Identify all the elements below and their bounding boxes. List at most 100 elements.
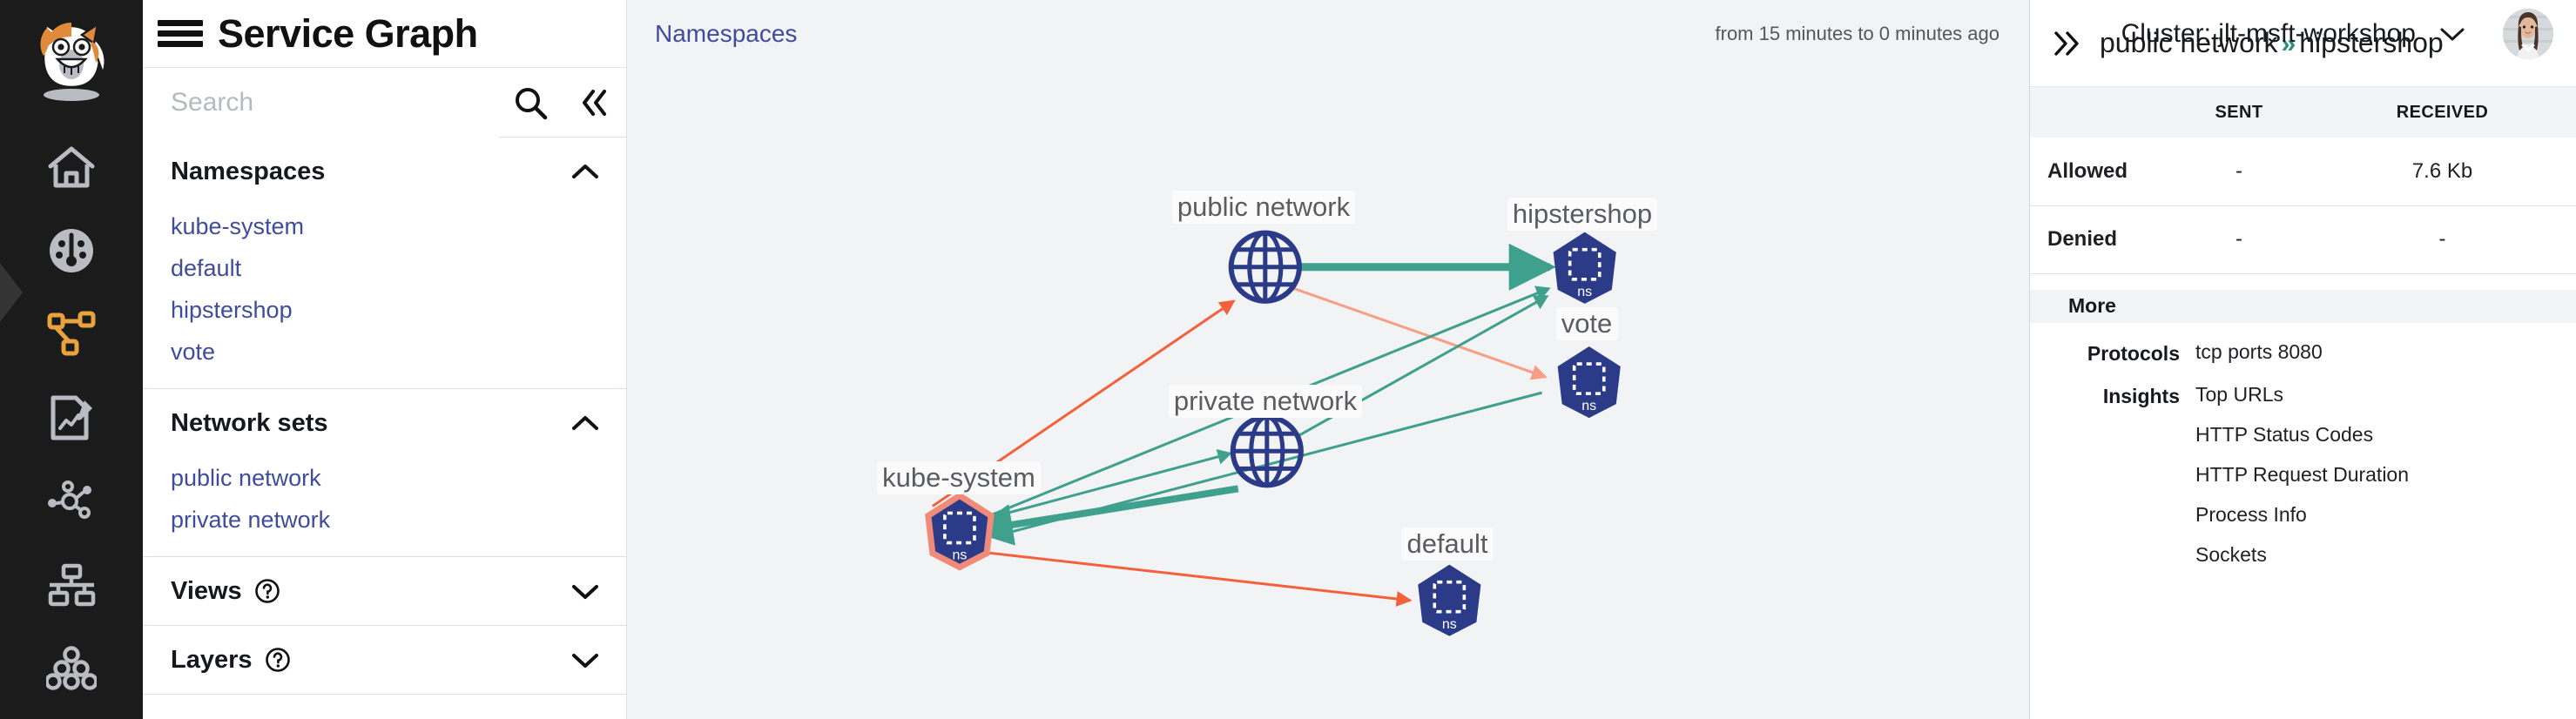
sidebar-item-kube-system[interactable]: kube-system	[171, 212, 305, 239]
insight-item-http-request-duration[interactable]: HTTP Request Duration	[2195, 462, 2410, 486]
node-hipstershop[interactable]: ns	[1553, 232, 1616, 304]
node-public-network[interactable]	[1228, 230, 1302, 304]
search-icon	[516, 87, 548, 119]
edge-kube-system-private-network[interactable]	[974, 448, 1232, 523]
question-circle-icon[interactable]	[265, 647, 291, 673]
question-circle-icon[interactable]	[254, 578, 280, 604]
section-header-views[interactable]: Views	[143, 557, 626, 625]
insights-row: Insights Top URLs HTTP Status Codes HTTP…	[2030, 366, 2576, 585]
collapse-panel-button[interactable]	[562, 87, 626, 118]
node-badge-ns: ns	[1581, 398, 1596, 413]
policy-document-icon	[51, 395, 92, 440]
rail-item-endpoints[interactable]	[0, 543, 143, 627]
rail-item-home[interactable]	[0, 125, 143, 209]
hierarchy-icon	[48, 563, 96, 607]
breadcrumb[interactable]: Namespaces	[655, 20, 798, 47]
sidebar-item-default[interactable]: default	[171, 254, 242, 281]
hamburger-bar	[158, 30, 203, 37]
chevron-down-icon[interactable]	[570, 581, 600, 601]
section-network-sets: Network sets public network private netw…	[143, 389, 626, 557]
hamburger-menu-icon[interactable]	[143, 16, 218, 51]
section-header-namespaces[interactable]: Namespaces	[143, 138, 626, 205]
node-badge-ns: ns	[1442, 616, 1457, 632]
chevron-up-icon[interactable]	[570, 413, 600, 433]
search-box[interactable]	[143, 67, 499, 138]
chevron-up-icon[interactable]	[570, 162, 600, 181]
sidebar-item-public-network[interactable]: public network	[171, 464, 321, 491]
cluster-selector-button[interactable]	[2438, 25, 2466, 43]
section-header-layers[interactable]: Layers	[143, 626, 626, 694]
node-private-network[interactable]	[1230, 414, 1304, 488]
expand-detail-button[interactable]	[2053, 30, 2082, 57]
insights-list: Top URLs HTTP Status Codes HTTP Request …	[2195, 382, 2410, 585]
sidebar-item-private-network[interactable]: private network	[171, 506, 331, 533]
section-layers: Layers	[143, 626, 626, 695]
chevron-down-icon[interactable]	[570, 650, 600, 669]
search-input[interactable]	[171, 87, 499, 118]
insight-item-sockets[interactable]: Sockets	[2195, 542, 2267, 566]
graph-canvas[interactable]: Namespaces from 15 minutes to 0 minutes …	[627, 0, 2029, 719]
search-button[interactable]	[499, 85, 562, 120]
chevron-double-right-icon	[2054, 30, 2079, 56]
node-label-default[interactable]: default	[1401, 527, 1494, 561]
node-label-hipstershop[interactable]: hipstershop	[1507, 198, 1658, 231]
panel-filler	[143, 695, 626, 719]
node-label-public-network[interactable]: public network	[1171, 191, 1356, 224]
top-right-header: Cluster: jlt-msft-workshop	[2121, 0, 2576, 68]
service-graph-svg: ns ns ns ns	[925, 230, 1621, 636]
traffic-table: SENT RECEIVED Allowed - 7.6 Kb Denied - …	[2030, 87, 2576, 274]
time-range-label[interactable]: from 15 minutes to 0 minutes ago	[1715, 23, 2000, 44]
edge-public-network-vote[interactable]	[1291, 286, 1548, 380]
table-row-denied: Denied - -	[2030, 205, 2576, 274]
col-sent: SENT	[2169, 87, 2309, 138]
sidebar-item-hipstershop[interactable]: hipstershop	[171, 296, 293, 323]
node-label-private-network[interactable]: private network	[1168, 385, 1363, 418]
rail-item-nodes[interactable]	[0, 460, 143, 543]
page-title: Service Graph	[218, 10, 478, 56]
insight-item-http-status-codes[interactable]: HTTP Status Codes	[2195, 422, 2374, 446]
rail-item-policies[interactable]	[0, 376, 143, 460]
detail-title-source: public network	[2100, 27, 2278, 58]
protocols-value: tcp ports 8080	[2195, 339, 2323, 363]
cell-allowed-sent: -	[2169, 138, 2309, 206]
protocols-row: Protocols tcp ports 8080	[2030, 323, 2576, 366]
rail-item-clusters[interactable]	[0, 627, 143, 710]
row-label-denied: Denied	[2030, 205, 2169, 274]
table-header-row: SENT RECEIVED	[2030, 87, 2576, 138]
sidebar-item-vote[interactable]: vote	[171, 338, 216, 365]
insights-label: Insights	[2102, 384, 2180, 407]
table-row-allowed: Allowed - 7.6 Kb	[2030, 138, 2576, 206]
col-received: RECEIVED	[2308, 87, 2576, 138]
section-title: Network sets	[171, 408, 328, 437]
chevron-double-left-icon	[583, 89, 606, 116]
node-badge-ns: ns	[952, 548, 967, 563]
rail-item-service-graph[interactable]	[0, 263, 143, 376]
detail-title: public network » hipstershop	[2100, 27, 2444, 59]
avatar[interactable]	[2503, 9, 2553, 59]
cluster-selector-label[interactable]: Cluster: jlt-msft-workshop	[2121, 19, 2416, 48]
rail-item-dashboard[interactable]	[0, 209, 143, 292]
protocols-label: Protocols	[2087, 341, 2180, 365]
cell-denied-received: -	[2308, 205, 2576, 274]
section-title: Layers	[171, 645, 253, 674]
home-icon	[48, 146, 95, 188]
cell-allowed-received: 7.6 Kb	[2308, 138, 2576, 206]
graph-nodes: ns ns ns ns	[925, 230, 1621, 636]
node-badge-ns: ns	[1577, 284, 1592, 299]
canvas-toolbar: Namespaces from 15 minutes to 0 minutes …	[627, 0, 2029, 68]
node-label-vote[interactable]: vote	[1555, 307, 1618, 340]
cat-logo-icon	[40, 22, 106, 101]
node-kube-system[interactable]: ns	[925, 492, 995, 571]
insight-item-process-info[interactable]: Process Info	[2195, 502, 2307, 526]
section-items-namespaces: kube-system default hipstershop vote	[143, 205, 626, 388]
insight-item-top-urls[interactable]: Top URLs	[2195, 382, 2283, 406]
node-vote[interactable]: ns	[1557, 346, 1621, 419]
edge-kube-system-default[interactable]	[975, 550, 1413, 607]
node-label-kube-system[interactable]: kube-system	[877, 461, 1041, 494]
node-default[interactable]: ns	[1418, 564, 1481, 636]
edge-private-network-kube-system[interactable]	[970, 485, 1239, 546]
section-header-network-sets[interactable]: Network sets	[143, 389, 626, 457]
tigera-cat-logo[interactable]	[31, 12, 111, 125]
more-section-header[interactable]: More	[2030, 273, 2576, 323]
